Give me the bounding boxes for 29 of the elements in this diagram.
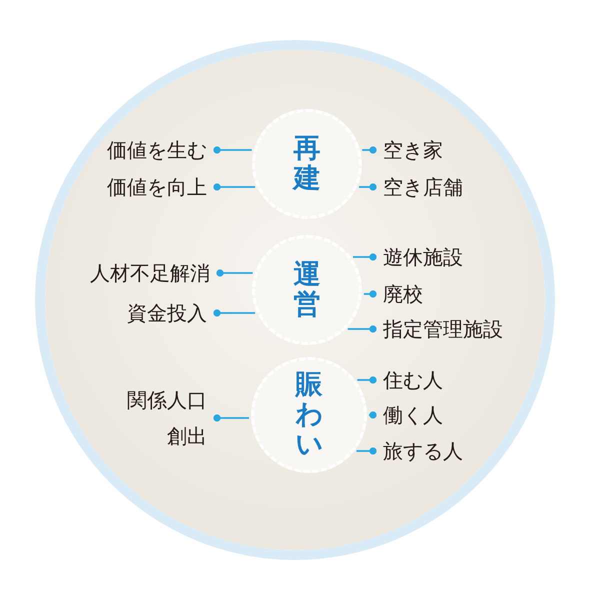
item-label: 価値を向上 [107, 169, 207, 205]
hub-title: 再建 [294, 134, 320, 194]
item-label: 住む人 [383, 362, 443, 398]
item-label: 旅する人 [383, 433, 463, 469]
item-label: 遊休施設 [383, 239, 463, 275]
hub-title: 賑わい [296, 370, 322, 460]
connector-line [364, 290, 377, 298]
connector-line [348, 325, 377, 333]
item-label: 指定管理施設 [383, 311, 503, 347]
connector-line [213, 183, 256, 191]
item-label: 空き店舗 [383, 169, 463, 205]
connector-line [353, 253, 377, 261]
connector-line [216, 269, 253, 277]
item-label: 資金投入 [127, 295, 207, 331]
item-label: 人材不足解消 [90, 255, 210, 291]
hub-title: 運営 [294, 260, 320, 320]
connector-line [356, 447, 377, 455]
connector-line [213, 309, 256, 317]
item-label: 価値を生む [107, 132, 207, 168]
connector-line [213, 146, 252, 154]
connector-line [362, 146, 377, 154]
connector-line [357, 376, 377, 384]
item-label: 廃校 [383, 276, 423, 312]
connector-line [358, 183, 377, 191]
connector-line [369, 411, 377, 419]
item-label: 空き家 [383, 132, 443, 168]
item-label: 働く人 [383, 397, 443, 433]
connector-line [213, 414, 250, 422]
item-label: 関係人口創出 [123, 382, 207, 454]
